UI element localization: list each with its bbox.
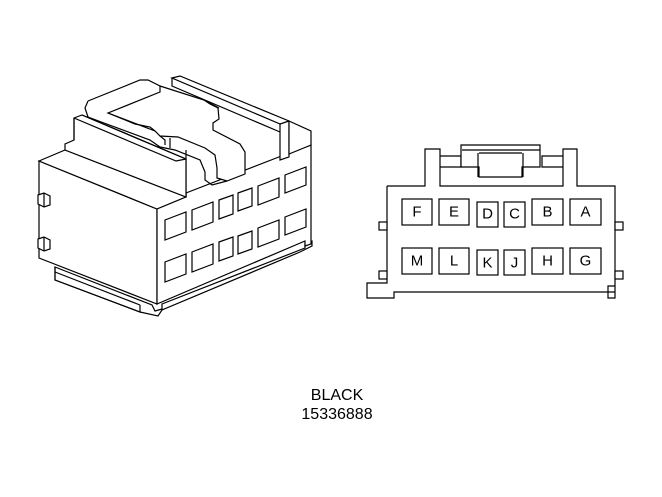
front-housing-outline xyxy=(366,148,616,299)
pin-label-e: E xyxy=(449,204,459,221)
pin-cavity-d xyxy=(476,201,499,228)
pin-cavity-h xyxy=(531,247,564,275)
pin-label-j: J xyxy=(511,255,519,272)
pin-label-k: K xyxy=(482,255,492,272)
latch-tabs xyxy=(37,192,51,252)
right-nib-top xyxy=(614,221,624,231)
pin-row-top: F E D C B A xyxy=(401,198,602,228)
pin-label-g: G xyxy=(580,253,592,270)
pin-label-c: C xyxy=(509,206,520,223)
part-number-label: 15336888 xyxy=(301,406,373,423)
pin-cavity-g xyxy=(569,247,602,275)
left-nib-bottom xyxy=(378,270,388,280)
right-nib-bottom xyxy=(614,270,624,280)
front-view: F E D C B A M L K J H G xyxy=(366,144,624,299)
pin-label-m: M xyxy=(411,253,424,270)
pin-label-l: L xyxy=(450,253,458,270)
connector-color-label: BLACK xyxy=(310,387,364,404)
pin-cavity-m xyxy=(401,247,433,275)
pin-cavity-k xyxy=(476,249,499,276)
pin-cavity-b xyxy=(531,198,564,226)
pin-cavity-e xyxy=(438,198,470,226)
pin-cavity-c xyxy=(503,201,526,228)
pin-cavity-j xyxy=(503,249,526,276)
isometric-view xyxy=(37,75,313,317)
iso-cavities-top xyxy=(164,166,307,241)
left-nib-top xyxy=(378,221,388,231)
latch-lever xyxy=(87,79,246,182)
pin-cavity-l xyxy=(438,247,470,275)
pin-label-a: A xyxy=(580,204,590,221)
pin-label-d: D xyxy=(482,206,493,223)
pin-label-b: B xyxy=(542,204,552,221)
pin-cavity-f xyxy=(401,198,433,226)
pin-label-f: F xyxy=(412,204,421,221)
iso-cavities-bottom xyxy=(164,208,307,283)
pin-label-h: H xyxy=(542,253,553,270)
pin-cavity-a xyxy=(569,198,602,226)
pin-row-bottom: M L K J H G xyxy=(401,247,602,276)
